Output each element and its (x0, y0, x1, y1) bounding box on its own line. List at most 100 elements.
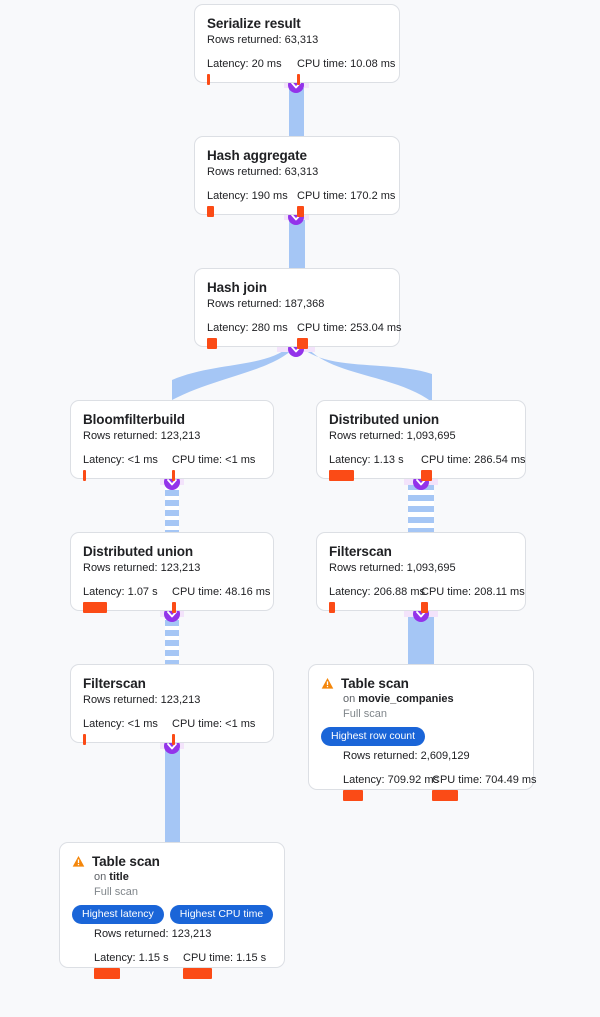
latency-metric: Latency: 190 ms (207, 189, 297, 217)
edge-union-to-filterscan-right (408, 480, 434, 532)
latency-metric: Latency: <1 ms (83, 453, 172, 481)
node-title: Distributed union (83, 544, 194, 559)
node-header: Table scan (72, 853, 272, 870)
cpu-metric: CPU time: 286.54 ms (421, 453, 526, 481)
cpu-metric: CPU time: 253.04 ms (297, 321, 402, 349)
node-scan-type: Full scan (343, 708, 388, 720)
latency-bar (94, 968, 120, 979)
latency-bar (329, 602, 335, 613)
latency-bar (207, 74, 210, 85)
edge-join-to-distributed-union (300, 346, 432, 402)
latency-label: Latency: 280 ms (207, 322, 288, 334)
cpu-time-bar (432, 790, 458, 801)
node-header: Bloomfilterbuild (83, 411, 261, 428)
latency-label: Latency: 1.07 s (83, 586, 158, 598)
latency-metric: Latency: 1.13 s (329, 453, 421, 481)
cpu-metric: CPU time: 10.08 ms (297, 57, 395, 85)
node-header: Filterscan (329, 543, 513, 560)
cpu-metric: CPU time: 170.2 ms (297, 189, 396, 217)
node-rows-returned: Rows returned: 1,093,695 (329, 562, 456, 574)
latency-label: Latency: 206.88 ms (329, 586, 426, 598)
node-header: Hash join (207, 279, 387, 296)
cpu-time-bar (421, 470, 432, 481)
cpu-metric: CPU time: 48.16 ms (172, 585, 271, 613)
node-rows-returned: Rows returned: 187,368 (207, 298, 325, 310)
latency-metric: Latency: 1.07 s (83, 585, 172, 613)
cpu-metric: CPU time: <1 ms (172, 717, 261, 745)
node-metrics: Latency: <1 ms CPU time: <1 ms (83, 717, 261, 745)
node-rows-returned: Rows returned: 123,213 (83, 430, 201, 442)
node-title: Hash join (207, 280, 267, 295)
warning-triangle-icon (72, 855, 85, 868)
node-metrics: Latency: 280 ms CPU time: 253.04 ms (207, 321, 402, 349)
node-rows-returned: Rows returned: 63,313 (207, 34, 319, 46)
latency-metric: Latency: 206.88 ms (329, 585, 426, 613)
latency-bar (329, 470, 354, 481)
cpu-time-label: CPU time: 48.16 ms (172, 586, 271, 598)
cpu-metric: CPU time: 1.15 s (183, 951, 272, 979)
node-title: Serialize result (207, 16, 301, 31)
node-title: Distributed union (329, 412, 440, 427)
node-rows-returned: Rows returned: 63,313 (207, 166, 319, 178)
node-rows-returned: Rows returned: 2,609,129 (343, 750, 470, 762)
edge-union-to-filterscan-left (165, 612, 179, 664)
cpu-metric: CPU time: 704.49 ms (432, 773, 537, 801)
latency-metric: Latency: <1 ms (83, 717, 172, 745)
cpu-time-label: CPU time: <1 ms (172, 718, 256, 730)
node-rows-returned: Rows returned: 123,213 (94, 928, 212, 940)
edge-bloomfilter-to-union (165, 480, 179, 532)
cpu-time-bar (297, 74, 300, 85)
cpu-time-label: CPU time: 1.15 s (183, 952, 267, 964)
latency-label: Latency: <1 ms (83, 718, 158, 730)
latency-bar (343, 790, 363, 801)
node-metrics: Latency: 1.07 s CPU time: 48.16 ms (83, 585, 271, 613)
node-metrics: Latency: 20 ms CPU time: 10.08 ms (207, 57, 395, 85)
latency-label: Latency: 190 ms (207, 190, 288, 202)
cpu-time-label: CPU time: 170.2 ms (297, 190, 396, 202)
edge-serialize-to-aggregate (289, 82, 304, 138)
node-title: Table scan (341, 676, 409, 691)
cpu-time-bar (172, 470, 175, 481)
latency-bar (83, 602, 107, 613)
status-badge: Highest row count (321, 727, 426, 746)
latency-bar (83, 734, 86, 745)
latency-metric: Latency: 709.92 ms (343, 773, 439, 801)
edge-join-to-bloomfilterbuild (172, 346, 296, 400)
latency-label: Latency: 1.13 s (329, 454, 404, 466)
node-badges: Highest row count (321, 727, 521, 746)
node-badges: Highest latency Highest CPU time (72, 905, 274, 924)
status-badge: Highest CPU time (169, 905, 274, 924)
vertical-scrollbar[interactable] (595, 0, 600, 1017)
node-table-reference: on title (94, 871, 129, 883)
node-rows-returned: Rows returned: 123,213 (83, 562, 201, 574)
node-table-name: title (109, 871, 129, 883)
cpu-time-label: CPU time: 704.49 ms (432, 774, 537, 786)
status-badge: Highest latency (72, 905, 164, 924)
node-header: Distributed union (83, 543, 261, 560)
node-title: Filterscan (329, 544, 392, 559)
node-table-reference: on movie_companies (343, 693, 454, 705)
warning-triangle-icon (321, 677, 334, 690)
edge-filterscan-to-tablescan-movie (408, 612, 434, 664)
node-header: Serialize result (207, 15, 387, 32)
node-title: Bloomfilterbuild (83, 412, 185, 427)
node-rows-returned: Rows returned: 1,093,695 (329, 430, 456, 442)
cpu-time-bar (183, 968, 212, 979)
latency-label: Latency: 20 ms (207, 58, 282, 70)
node-metrics: Latency: 190 ms CPU time: 170.2 ms (207, 189, 396, 217)
node-metrics: Latency: 1.13 s CPU time: 286.54 ms (329, 453, 526, 481)
